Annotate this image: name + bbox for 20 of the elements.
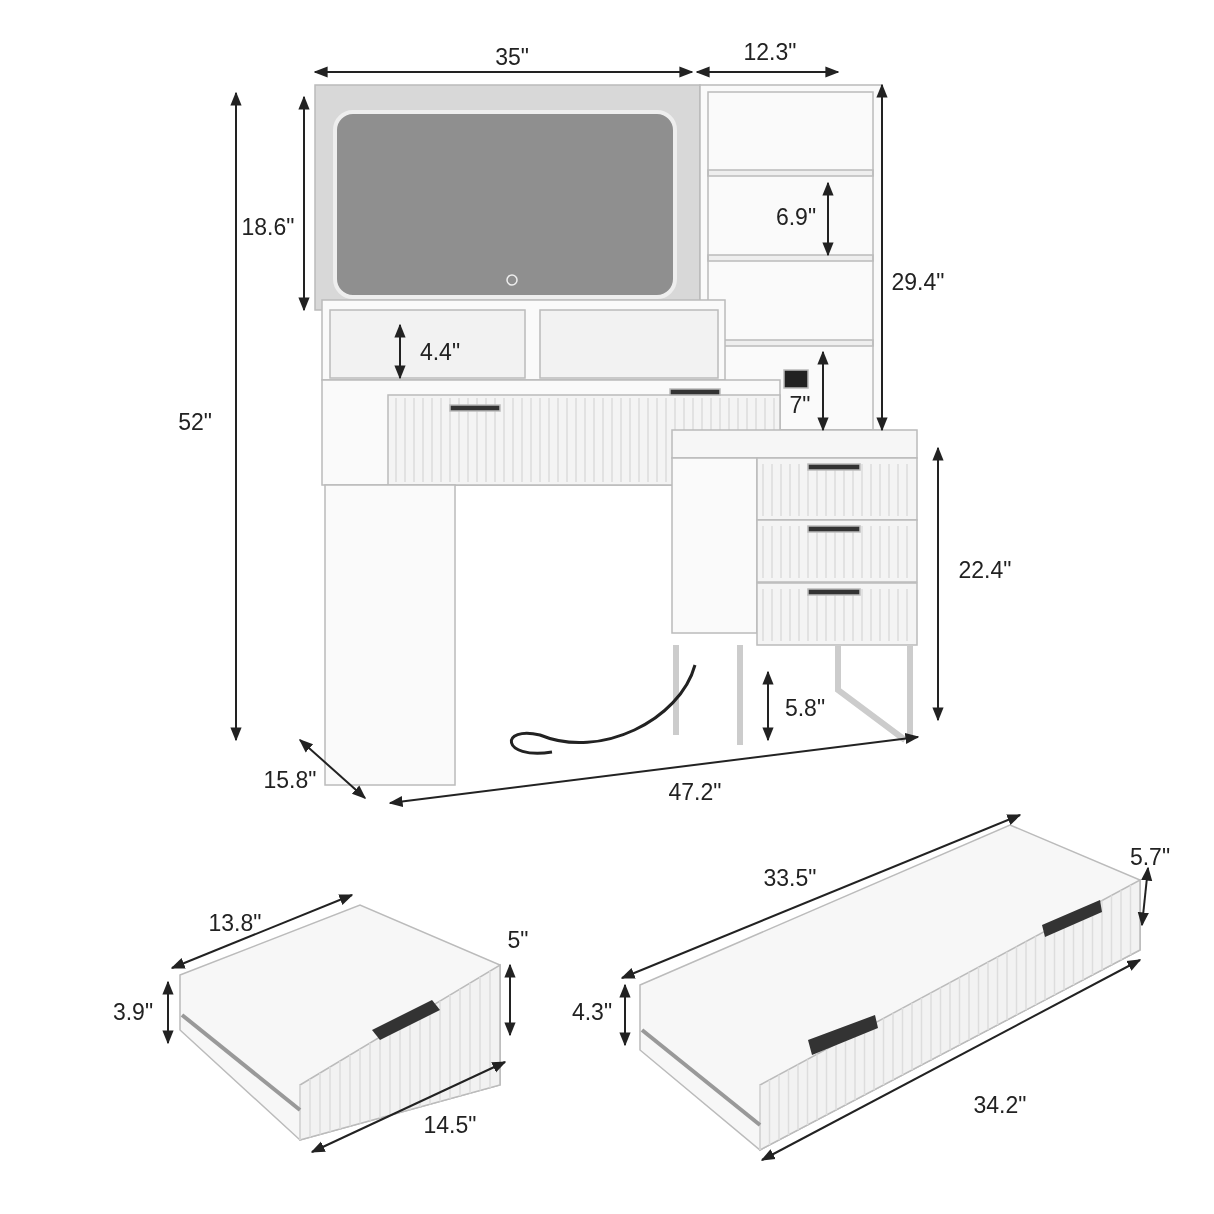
dimension-label: 3.9" [112, 998, 154, 1026]
dimension-label: 14.5" [423, 1111, 477, 1139]
dimension-label: 29.4" [891, 268, 945, 296]
dimension-label: 7" [789, 391, 811, 419]
dimension-label: 47.2" [668, 778, 722, 806]
dimension-label: 12.3" [743, 38, 797, 66]
dimension-label: 4.3" [571, 998, 613, 1026]
dimension-label: 34.2" [973, 1091, 1027, 1119]
dimension-label: 18.6" [241, 213, 295, 241]
dimension-label: 22.4" [958, 556, 1012, 584]
dimension-label: 6.9" [775, 203, 817, 231]
dimension-label: 13.8" [208, 909, 262, 937]
dimension-label: 52" [178, 408, 212, 436]
dimension-label: 33.5" [763, 864, 817, 892]
dimension-label: 4.4" [419, 338, 461, 366]
dimension-label: 5" [507, 926, 529, 954]
dimension-label: 15.8" [263, 766, 317, 794]
dimension-label: 5.8" [784, 694, 826, 722]
dimension-label: 5.7" [1129, 843, 1171, 871]
dimension-label: 35" [495, 43, 529, 71]
